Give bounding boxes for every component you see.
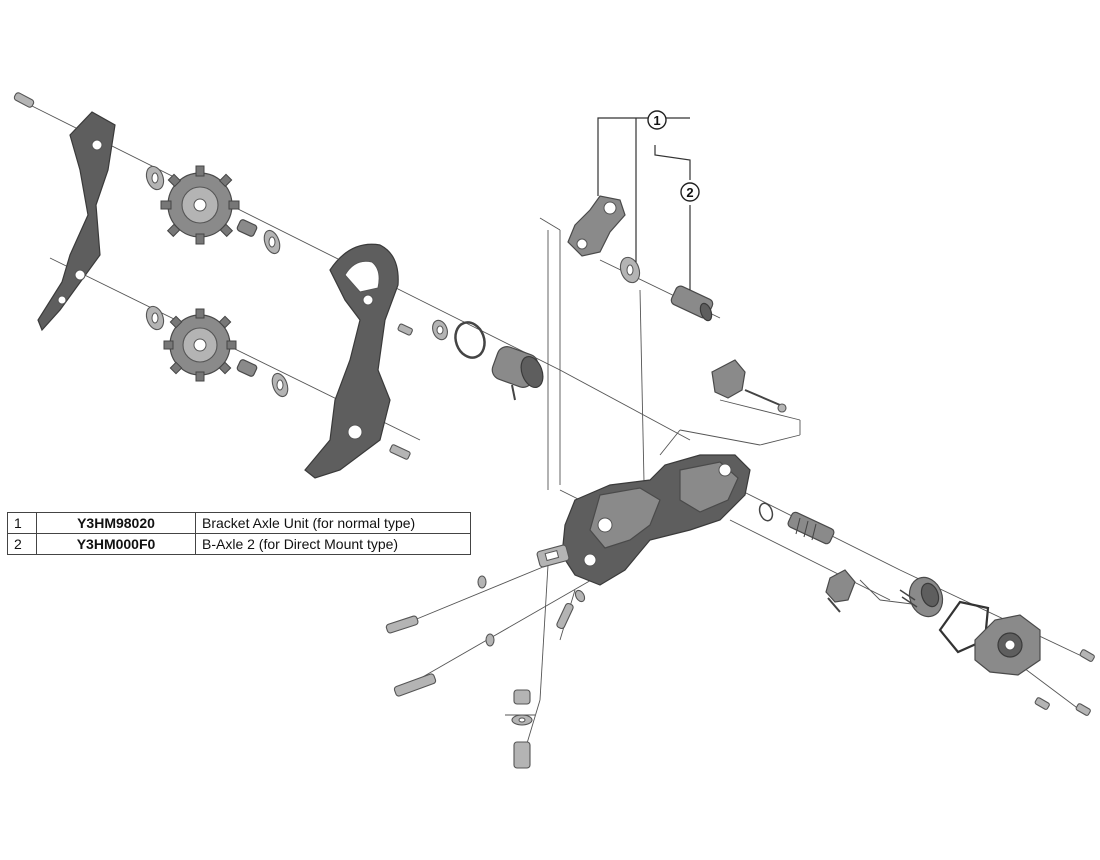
- part-code: Y3HM000F0: [36, 533, 196, 555]
- cover-gasket: [938, 600, 990, 654]
- cover-screws: [1034, 649, 1095, 716]
- table-row: 1 Y3HM98020 Bracket Axle Unit (for norma…: [7, 512, 471, 534]
- callout-1-label: 1: [653, 113, 660, 128]
- part-code: Y3HM98020: [36, 512, 196, 534]
- part-description: B-Axle 2 (for Direct Mount type): [195, 533, 471, 555]
- b-tension-bolt-set: [511, 689, 533, 769]
- b-axle: [670, 285, 714, 322]
- cable-fixing-clip: [711, 359, 787, 413]
- upper-washer-left: [145, 165, 165, 191]
- adjust-pin: [556, 589, 586, 630]
- row-number: 1: [7, 512, 37, 534]
- upper-washer-right: [263, 229, 281, 255]
- upper-bushing: [236, 219, 258, 237]
- cage-bolt: [13, 92, 35, 108]
- outer-cage-plate: [37, 111, 116, 332]
- assembly-axis-lines: [19, 99, 1091, 761]
- callout-2-label: 2: [686, 185, 693, 200]
- cage-pins: [389, 323, 413, 460]
- table-row: 2 Y3HM000F0 B-Axle 2 (for Direct Mount t…: [7, 533, 471, 555]
- parts-table: 1 Y3HM98020 Bracket Axle Unit (for norma…: [7, 512, 471, 555]
- bracket-washer: [619, 256, 641, 284]
- lower-tension-pulley: [163, 308, 237, 382]
- derailleur-main-body: [536, 454, 751, 586]
- snap-ring: [454, 321, 486, 359]
- stabilizer-axle: [787, 511, 835, 545]
- pivot-washer: [432, 319, 448, 341]
- lower-bushing: [236, 359, 258, 377]
- tension-spring-housing: [491, 346, 544, 401]
- upper-guide-pulley: [160, 165, 240, 245]
- row-number: 2: [7, 533, 37, 555]
- callout-1: 1: [647, 110, 667, 130]
- inner-cage-plate: [304, 243, 399, 479]
- stabilizer-cover: [974, 614, 1041, 676]
- clutch-lever-assembly: [825, 569, 856, 613]
- lower-washer-left: [145, 305, 165, 331]
- bracket-plate: [567, 195, 626, 257]
- mounting-bolts: [385, 575, 495, 697]
- callout-2: 2: [680, 182, 700, 202]
- part-description: Bracket Axle Unit (for normal type): [195, 512, 471, 534]
- friction-clutch-unit: [899, 576, 944, 618]
- o-ring-small: [758, 502, 774, 522]
- lower-washer-right: [271, 372, 289, 398]
